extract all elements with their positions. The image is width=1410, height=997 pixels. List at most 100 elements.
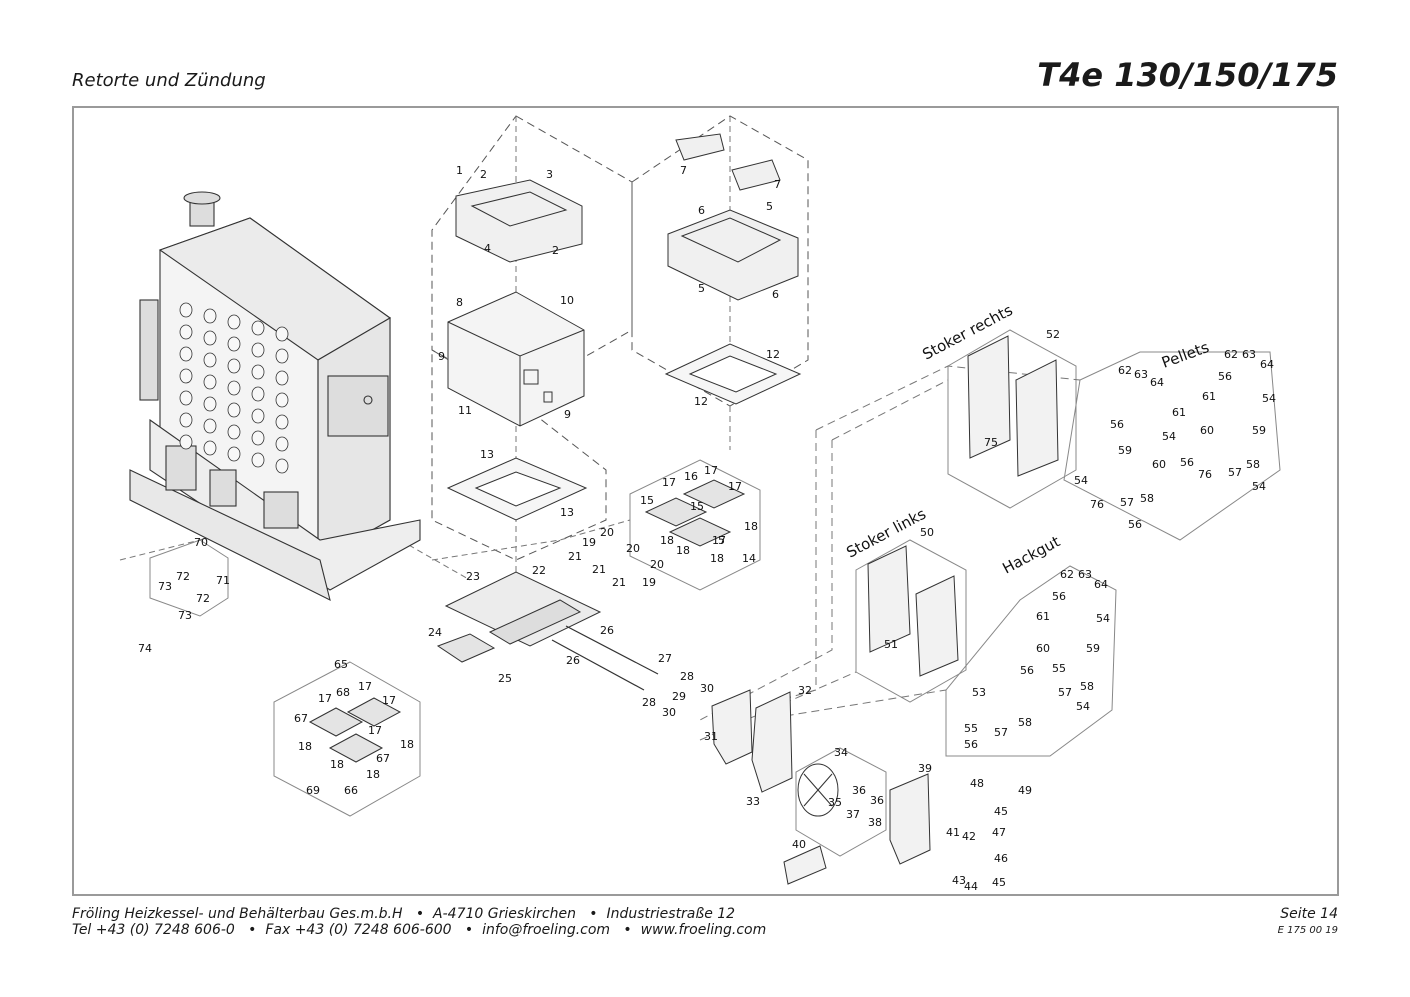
grate-plates — [644, 479, 746, 547]
inspection-hole — [179, 412, 193, 428]
part-number-19: 19 — [582, 536, 596, 549]
footer-company: Fröling Heizkessel- und Behälterbau Ges.… — [72, 906, 403, 922]
part-number-54: 54 — [1262, 392, 1276, 405]
part-number-67: 67 — [376, 752, 390, 765]
part-number-5: 5 — [698, 282, 705, 295]
part-number-75: 75 — [984, 436, 998, 449]
part-number-59: 59 — [1118, 444, 1132, 457]
part-number-35: 35 — [828, 796, 842, 809]
part-number-9: 9 — [564, 408, 571, 421]
plate-13 — [446, 457, 588, 521]
part-number-40: 40 — [792, 838, 806, 851]
part-number-37: 37 — [846, 808, 860, 821]
part-number-48: 48 — [970, 777, 984, 790]
part-number-13: 13 — [480, 448, 494, 461]
inspection-hole — [275, 370, 289, 386]
part-number-17: 17 — [382, 694, 396, 707]
part-number-50: 50 — [920, 526, 934, 539]
inspection-hole — [251, 452, 265, 468]
part-24 — [436, 633, 496, 663]
group-ash-plates — [273, 661, 421, 817]
part-number-33: 33 — [746, 795, 760, 808]
inspection-hole — [227, 336, 241, 352]
drawing-frame — [72, 106, 1339, 896]
boiler-inspection-holes — [179, 302, 289, 474]
part-number-60: 60 — [1036, 642, 1050, 655]
part-number-49: 49 — [1018, 784, 1032, 797]
inspection-hole — [179, 390, 193, 406]
inspection-hole — [251, 342, 265, 358]
inspection-hole — [227, 380, 241, 396]
inspection-hole — [179, 434, 193, 450]
cover-32 — [751, 691, 793, 793]
part-number-41: 41 — [946, 826, 960, 839]
label-pellets: Pellets — [1159, 338, 1211, 372]
group-fan — [795, 747, 887, 857]
part-number-43: 43 — [952, 874, 966, 887]
part-number-20: 20 — [626, 542, 640, 555]
part-number-63: 63 — [1242, 348, 1256, 361]
part-number-72: 72 — [196, 592, 210, 605]
model-title: T4e 130/150/175 — [1037, 56, 1338, 94]
part-number-6: 6 — [698, 204, 705, 217]
inspection-hole — [203, 330, 217, 346]
part-number-17: 17 — [358, 680, 372, 693]
part-number-76: 76 — [1090, 498, 1104, 511]
part-number-27: 27 — [658, 652, 672, 665]
inspection-hole — [227, 446, 241, 462]
part-number-16: 16 — [684, 470, 698, 483]
part-number-24: 24 — [428, 626, 442, 639]
part-number-64: 64 — [1094, 578, 1108, 591]
part-number-53: 53 — [972, 686, 986, 699]
cover-31 — [711, 689, 753, 765]
group-stoker-links — [855, 539, 967, 703]
part-number-52: 52 — [1046, 328, 1060, 341]
part-number-7: 7 — [774, 178, 781, 191]
part-number-28: 28 — [642, 696, 656, 709]
inspection-hole — [251, 386, 265, 402]
part-number-66: 66 — [344, 784, 358, 797]
part-number-55: 55 — [1052, 662, 1066, 675]
inspection-hole — [227, 358, 241, 374]
inspection-hole — [275, 348, 289, 364]
document-number: E 175 00 19 — [1277, 925, 1338, 936]
part-number-59: 59 — [1086, 642, 1100, 655]
inspection-hole — [251, 430, 265, 446]
inspection-hole — [275, 392, 289, 408]
inspection-hole — [203, 352, 217, 368]
part-number-54: 54 — [1076, 700, 1090, 713]
part-number-69: 69 — [306, 784, 320, 797]
part-number-60: 60 — [1152, 458, 1166, 471]
part-number-54: 54 — [1252, 480, 1266, 493]
part-number-18: 18 — [676, 544, 690, 557]
footer-email[interactable]: info@froeling.com — [482, 922, 611, 938]
part-number-21: 21 — [568, 550, 582, 563]
panel-39 — [889, 773, 931, 865]
part-number-72: 72 — [176, 570, 190, 583]
part-number-36: 36 — [852, 784, 866, 797]
part-number-58: 58 — [1140, 492, 1154, 505]
part-number-57: 57 — [1058, 686, 1072, 699]
part-number-18: 18 — [400, 738, 414, 751]
part-number-3: 3 — [546, 168, 553, 181]
part-number-56: 56 — [1052, 590, 1066, 603]
inspection-hole — [227, 424, 241, 440]
part-number-32: 32 — [798, 684, 812, 697]
part-number-45: 45 — [992, 876, 1006, 889]
part-number-64: 64 — [1260, 358, 1274, 371]
part-number-54: 54 — [1074, 474, 1088, 487]
part-number-59: 59 — [1252, 424, 1266, 437]
retort-frame-upper — [455, 179, 583, 263]
part-number-5: 5 — [718, 534, 725, 547]
footer-fax: Fax +43 (0) 7248 606-600 — [265, 922, 452, 938]
part-number-17: 17 — [368, 724, 382, 737]
footer-city: A-4710 Grieskirchen — [433, 906, 576, 922]
part-number-56: 56 — [1128, 518, 1142, 531]
part-number-54: 54 — [1162, 430, 1176, 443]
footer-website[interactable]: www.froeling.com — [640, 922, 767, 938]
part-number-7: 7 — [680, 164, 687, 177]
part-number-34: 34 — [834, 746, 848, 759]
part-number-4: 4 — [484, 242, 491, 255]
part-number-56: 56 — [1180, 456, 1194, 469]
